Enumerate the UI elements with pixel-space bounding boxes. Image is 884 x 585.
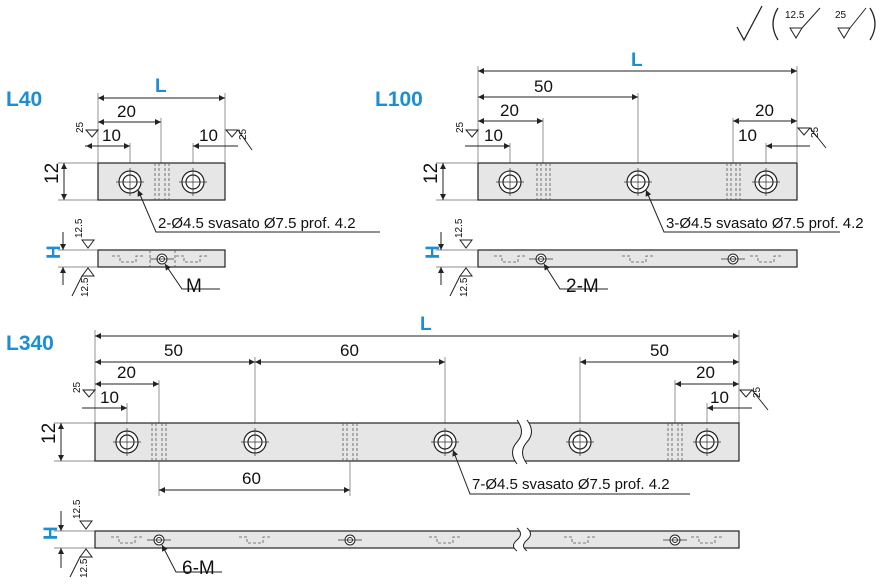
close-paren-icon [869,7,876,41]
rough-left-value: 25 [455,121,466,133]
roughness-symbol-icon [81,389,97,398]
roughness-symbol-icon [69,548,93,578]
side-height-label: H [41,526,62,540]
dim-l-label: L [420,314,432,335]
thread-note: 6-M [182,558,215,579]
height-label: 12 [39,423,60,444]
dim-20-right-label: 20 [755,101,774,120]
variant-title: L40 [6,88,42,111]
height-label: 12 [421,163,442,184]
hole-note: 2-Ø4.5 svasato Ø7.5 prof. 4.2 [158,215,356,232]
countersunk-hole [431,428,459,456]
countersunk-hole [241,428,269,456]
roughness-symbol-icon [224,129,253,151]
dim-10-right-label: 10 [199,126,218,145]
roughness-symbol-icon [789,7,821,39]
dim-10-right-label: 10 [738,126,757,145]
dim-20-left-label: 20 [117,363,136,382]
countersunk-hole [624,168,652,196]
dim-l-label: L [631,50,643,71]
dim-l-label: L [155,76,167,97]
dim-50-left-label: 50 [164,341,183,360]
dim-20-right-label: 20 [696,363,715,382]
side-height-label: H [423,245,444,259]
roughness-symbol-icon [81,239,95,249]
rough-right-value: 25 [238,128,249,140]
thread-note: 2-M [566,276,599,297]
dim-60-bottom-label: 60 [242,469,261,488]
roughness-symbol-icon [84,129,100,138]
rough-right-value: 25 [752,386,763,398]
side-rough-bottom: 12.5 [80,277,91,297]
general-rough-value: 12.5 [785,10,805,21]
roughness-symbol-icon [796,127,827,149]
roughness-symbol-icon [71,267,95,297]
side-rough-bottom: 12.5 [459,277,470,297]
hole-note: 7-Ø4.5 svasato Ø7.5 prof. 4.2 [472,476,670,493]
roughness-symbol-icon [738,389,769,411]
roughness-symbol-icon [449,267,473,297]
check-roughness-icon [736,5,763,42]
variant-l340: L340 L 50 60 50 20 10 20 10 25 25 12 [6,314,769,579]
side-height-label: H [44,245,65,259]
hole-note: 3-Ø4.5 svasato Ø7.5 prof. 4.2 [666,215,864,232]
countersunk-hole [496,168,524,196]
dim-20-label: 20 [117,102,136,121]
dim-10-left-label: 10 [100,388,119,407]
height-label: 12 [42,163,63,184]
variant-title: L340 [6,332,54,355]
roughness-symbol-icon [464,129,480,138]
side-rough-bottom: 12.5 [79,558,90,578]
dim-20-left-label: 20 [500,101,519,120]
variant-l40: L40 L 20 10 10 25 25 12 [6,76,380,297]
alt-rough-value: 25 [835,10,847,21]
side-rough-top: 12.5 [74,218,85,238]
dim-60-top-label: 60 [340,341,359,360]
side-view-bar [94,530,740,549]
dim-10-left-label: 10 [484,126,503,145]
dim-10-left-label: 10 [102,126,121,145]
countersunk-hole [566,428,594,456]
variant-title: L100 [375,88,423,111]
top-view-bar [97,162,226,201]
dim-50-label: 50 [534,77,553,96]
countersunk-hole [179,168,207,196]
general-roughness-note: 12.5 25 [736,5,876,42]
top-view-bar [94,422,740,462]
side-view-bar [477,249,798,268]
roughness-symbol-icon [459,239,473,249]
break-mark [512,420,532,464]
rough-left-value: 25 [72,381,83,393]
thread-note: M [186,276,202,297]
roughness-symbol-icon [79,520,93,530]
roughness-symbol-icon [837,7,867,39]
rough-left-value: 25 [75,121,86,133]
side-rough-top: 12.5 [454,218,465,238]
countersunk-hole [113,428,141,456]
countersunk-hole [752,168,780,196]
dim-50-right-label: 50 [650,341,669,360]
countersunk-hole [116,168,144,196]
rough-right-value: 25 [810,126,821,138]
countersunk-hole [693,428,721,456]
open-paren-icon [772,7,779,41]
variant-l100: L100 L 50 20 10 20 10 25 25 12 [375,50,864,297]
side-rough-top: 12.5 [72,499,83,519]
dim-10-right-label: 10 [710,388,729,407]
